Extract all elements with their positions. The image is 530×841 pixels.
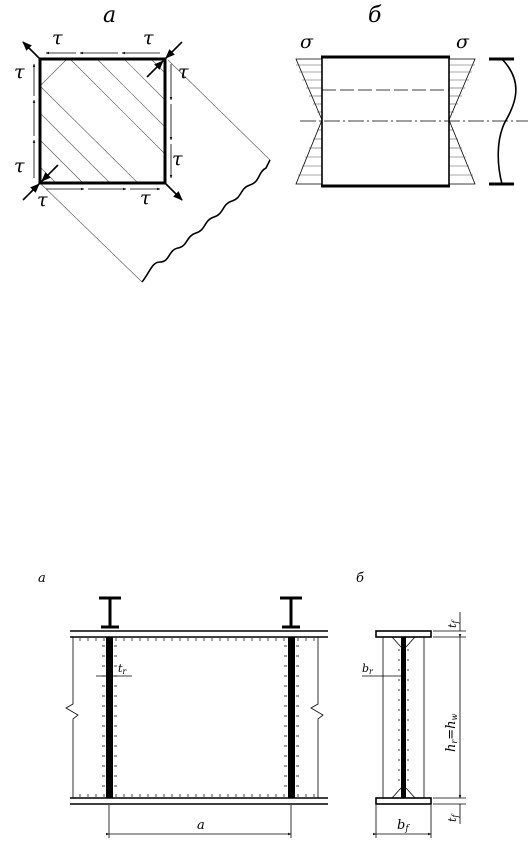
- weld-ticks: [79, 638, 315, 797]
- tau-label-right-lower: τ: [172, 148, 183, 170]
- break-line-right: [310, 637, 324, 798]
- tau-label-top-right: τ: [143, 27, 154, 49]
- top-flange: [70, 630, 328, 638]
- girder-cross-section: б br tf hr=hw tf bf: [356, 571, 466, 838]
- top-label-a: а: [103, 3, 116, 28]
- bending-panel-diagram: б σ σ: [295, 3, 528, 188]
- top-label-b: б: [368, 3, 382, 28]
- section-bottom-flange: [375, 797, 432, 805]
- shear-diagonal-lines: [39, 58, 271, 283]
- section-symbol-left: [99, 596, 121, 629]
- dim-bf-label: bf: [397, 818, 410, 834]
- shear-edge-arrows: [32, 51, 173, 191]
- break-line-left: [65, 637, 79, 798]
- girder-elevation: а: [38, 571, 328, 838]
- dim-a-label: a: [197, 818, 205, 833]
- dim-tr-label: tr: [118, 662, 127, 676]
- section-web: [401, 637, 406, 798]
- shear-square: [38, 57, 167, 185]
- tau-label-left-lower: τ: [14, 155, 25, 177]
- tau-label-bottom-right: τ: [140, 187, 151, 209]
- buckled-section: [489, 57, 517, 186]
- stress-diagram-right: [448, 58, 476, 185]
- shear-panel-diagram: а: [14, 3, 271, 283]
- dim-tf-bottom-label: tf: [446, 813, 460, 822]
- stiffener-left: [106, 637, 113, 798]
- tau-label-top-left: τ: [52, 27, 63, 49]
- tau-label-bottom-left: τ: [37, 189, 48, 211]
- bottom-flange: [70, 797, 328, 805]
- dim-h-label: hr=hw: [444, 714, 459, 752]
- sigma-label-left: σ: [300, 31, 314, 53]
- bottom-label-b: б: [356, 571, 364, 586]
- sigma-label-right: σ: [456, 31, 470, 53]
- dim-tf-top-label: tf: [446, 619, 460, 628]
- stiffener-right: [288, 637, 295, 798]
- principal-stress-arrows: [22, 41, 183, 201]
- bottom-label-a: а: [38, 571, 46, 586]
- section-symbol-right: [280, 596, 302, 629]
- buckle-wave: [141, 159, 271, 283]
- tau-label-right-upper: τ: [178, 61, 189, 83]
- section-top-flange: [375, 630, 432, 638]
- dim-br-label: br: [362, 662, 374, 676]
- stress-diagram-left: [295, 58, 323, 185]
- tau-label-left-upper: τ: [14, 61, 25, 83]
